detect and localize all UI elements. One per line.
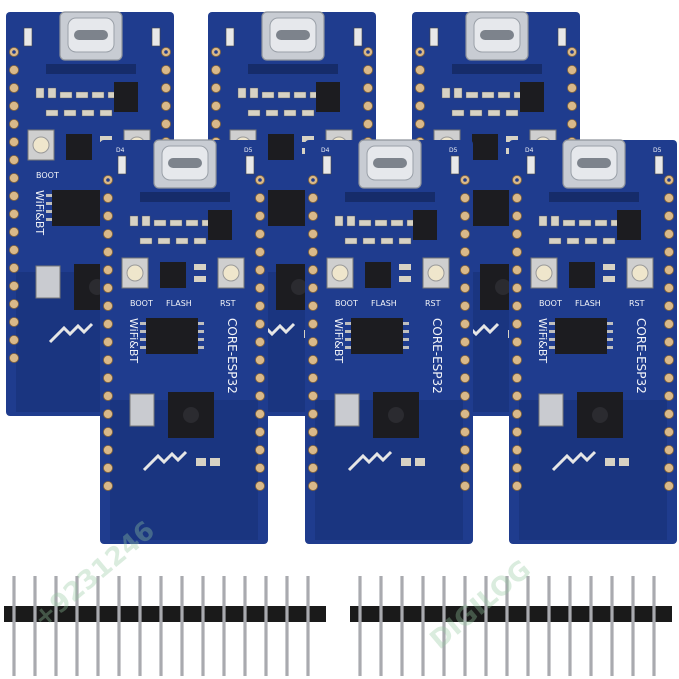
silk-flash-label: FLASH [575,299,601,308]
silk-boot-label: BOOT [130,299,153,308]
silk-flash-label: FLASH [371,299,397,308]
esp32-board-front-right [507,138,679,546]
silkscreen-back-left: WiFi&BT BOOT [33,171,59,235]
silk-radio-label: WiFi&BT [33,190,46,235]
silkscreen-front-right: BOOT FLASH RST D4 D5 CORE-ESP32 WiFi&BT [525,147,662,394]
silk-d4-label: D4 [525,147,534,154]
silk-d5-label: D5 [653,147,662,154]
silk-boot-label: BOOT [335,299,358,308]
silk-d5-label: D5 [449,147,458,154]
silk-rst-label: RST [629,299,645,308]
silk-radio-label: WiFi&BT [332,318,345,363]
silkscreen-front-middle: BOOT FLASH RST D4 D5 CORE-ESP32 WiFi&BT [321,147,458,394]
silkscreen-front-left: BOOT FLASH RST D4 D5 CORE-ESP32 WiFi&BT [116,147,253,394]
silk-rst-label: RST [220,299,236,308]
silk-board-name: CORE-ESP32 [430,318,444,394]
silk-radio-label: WiFi&BT [127,318,140,363]
silk-board-name: CORE-ESP32 [634,318,648,394]
silk-boot-label: BOOT [36,171,59,180]
silk-board-name: CORE-ESP32 [225,318,239,394]
silk-radio-label: WiFi&BT [536,318,549,363]
silk-rst-label: RST [425,299,441,308]
silk-d5-label: D5 [244,147,253,154]
silk-d4-label: D4 [321,147,330,154]
silk-d4-label: D4 [116,147,125,154]
esp32-board-front-left [98,138,270,546]
esp32-board-front-middle [303,138,475,546]
silk-boot-label: BOOT [539,299,562,308]
silk-flash-label: FLASH [166,299,192,308]
